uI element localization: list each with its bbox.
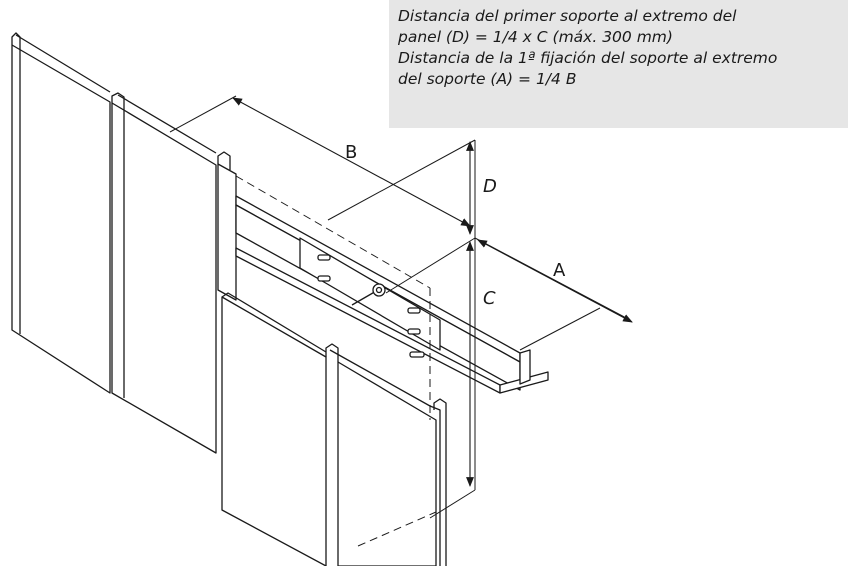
wall-panel-front-right	[329, 349, 447, 566]
dimension-d-label: D	[483, 176, 497, 197]
note-line-3: Distancia de la 1ª fijación del soporte …	[398, 49, 778, 67]
note-line-2: panel (D) = 1/4 x C (máx. 300 mm)	[398, 28, 673, 46]
wall-panel-third-edge	[217, 151, 237, 301]
note-line-4: del soporte (A) = 1/4 B	[398, 70, 577, 88]
dimension-b-label: B	[345, 142, 357, 163]
dimension-a-label: A	[553, 260, 566, 281]
dimension-a-arrow	[477, 239, 633, 323]
fixing-screw	[351, 283, 386, 306]
dimension-c-label: C	[483, 288, 496, 309]
wall-panel-lower	[221, 292, 339, 566]
note-line-1: Distancia del primer soporte al extremo …	[398, 7, 737, 25]
dimension-b-arrow	[232, 97, 471, 227]
wall-panel-left	[11, 32, 111, 394]
hidden-lines	[235, 175, 437, 547]
wall-panel-second	[111, 92, 217, 454]
